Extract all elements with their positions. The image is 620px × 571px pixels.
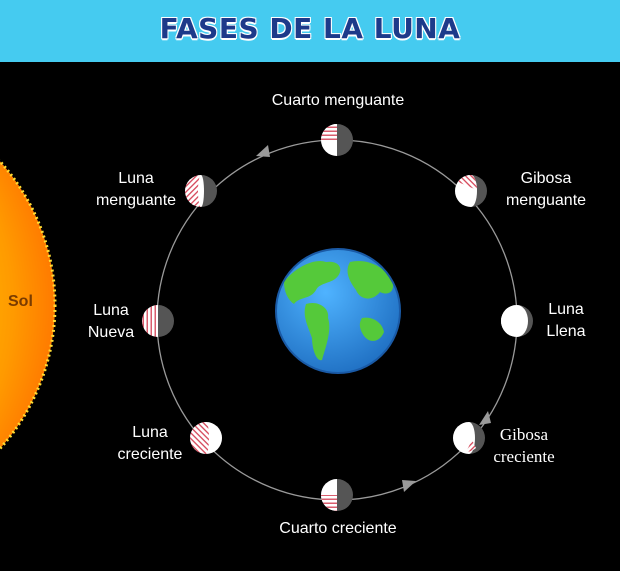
label-line: creciente [493,447,555,466]
label-gibosa-creciente: Gibosa creciente [484,424,564,468]
label-line: Luna [118,170,154,187]
label-line: Nueva [87,324,135,341]
sun-label: Sol [8,293,33,310]
label-line: Llena [546,323,586,340]
moon-luna-llena [501,305,533,337]
label-line: Gibosa [499,425,549,444]
label-luna-llena: Luna Llena [536,299,596,343]
label-text: Cuarto menguante [271,92,405,109]
label-luna-creciente: Luna creciente [104,422,196,466]
label-line: Luna [548,301,584,318]
earth [275,248,401,374]
label-cuarto-menguante: Cuarto menguante [250,90,426,112]
orbit-arrow-icon [479,411,491,425]
moon-cuarto-menguante [321,124,353,156]
moon-cuarto-creciente [321,479,353,511]
moon-gibosa-creciente [453,422,485,454]
moon-luna-nueva [142,305,174,337]
label-line: Luna [132,424,168,441]
moon-luna-menguante [185,175,217,207]
label-line: menguante [505,192,587,209]
title-banner: FASES DE LA LUNA [0,0,620,62]
orbit-arrow-icon [256,145,270,157]
label-line: Luna [93,302,129,319]
label-gibosa-menguante: Gibosa menguante [494,168,598,212]
moon-luna-creciente [190,422,222,454]
label-luna-nueva: Luna Nueva [76,300,146,344]
orbit-arrow-icon [402,480,416,492]
label-line: creciente [117,446,183,463]
sun [0,159,57,451]
label-cuarto-creciente: Cuarto creciente [258,518,418,540]
label-line: menguante [95,192,177,209]
label-text: Cuarto creciente [279,520,397,537]
page-title: FASES DE LA LUNA [159,12,461,45]
moon-gibosa-menguante [455,174,487,207]
label-luna-menguante: Luna menguante [86,168,186,212]
label-line: Gibosa [520,170,572,187]
